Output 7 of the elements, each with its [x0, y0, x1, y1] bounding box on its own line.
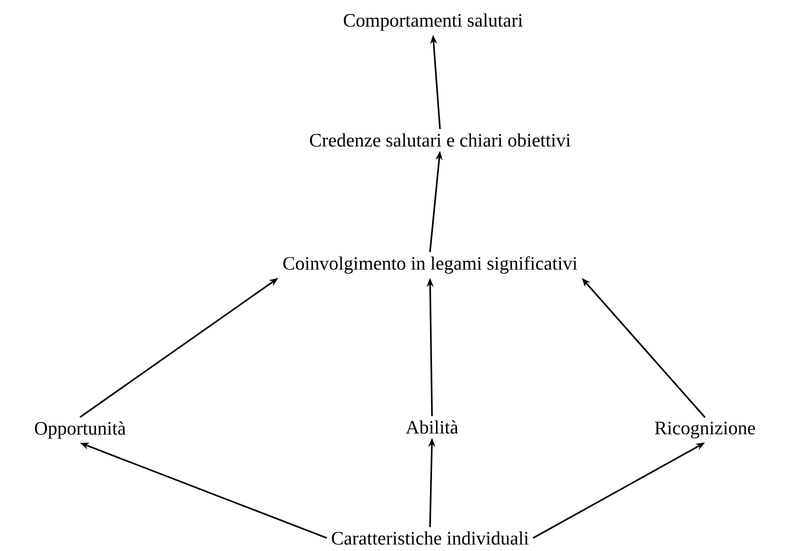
node-text: Ricognizione [654, 422, 756, 438]
node-text: Coinvolgimento in legami significativi [283, 256, 578, 274]
node-text: Comportamenti salutari [344, 13, 523, 31]
node-text: Abilità [406, 420, 458, 434]
node-text: Opportunità [34, 421, 126, 439]
node-text: Credenze salutari e chiari obiettivi [310, 133, 571, 147]
node-text: Caratteristiche individuali [332, 531, 529, 545]
